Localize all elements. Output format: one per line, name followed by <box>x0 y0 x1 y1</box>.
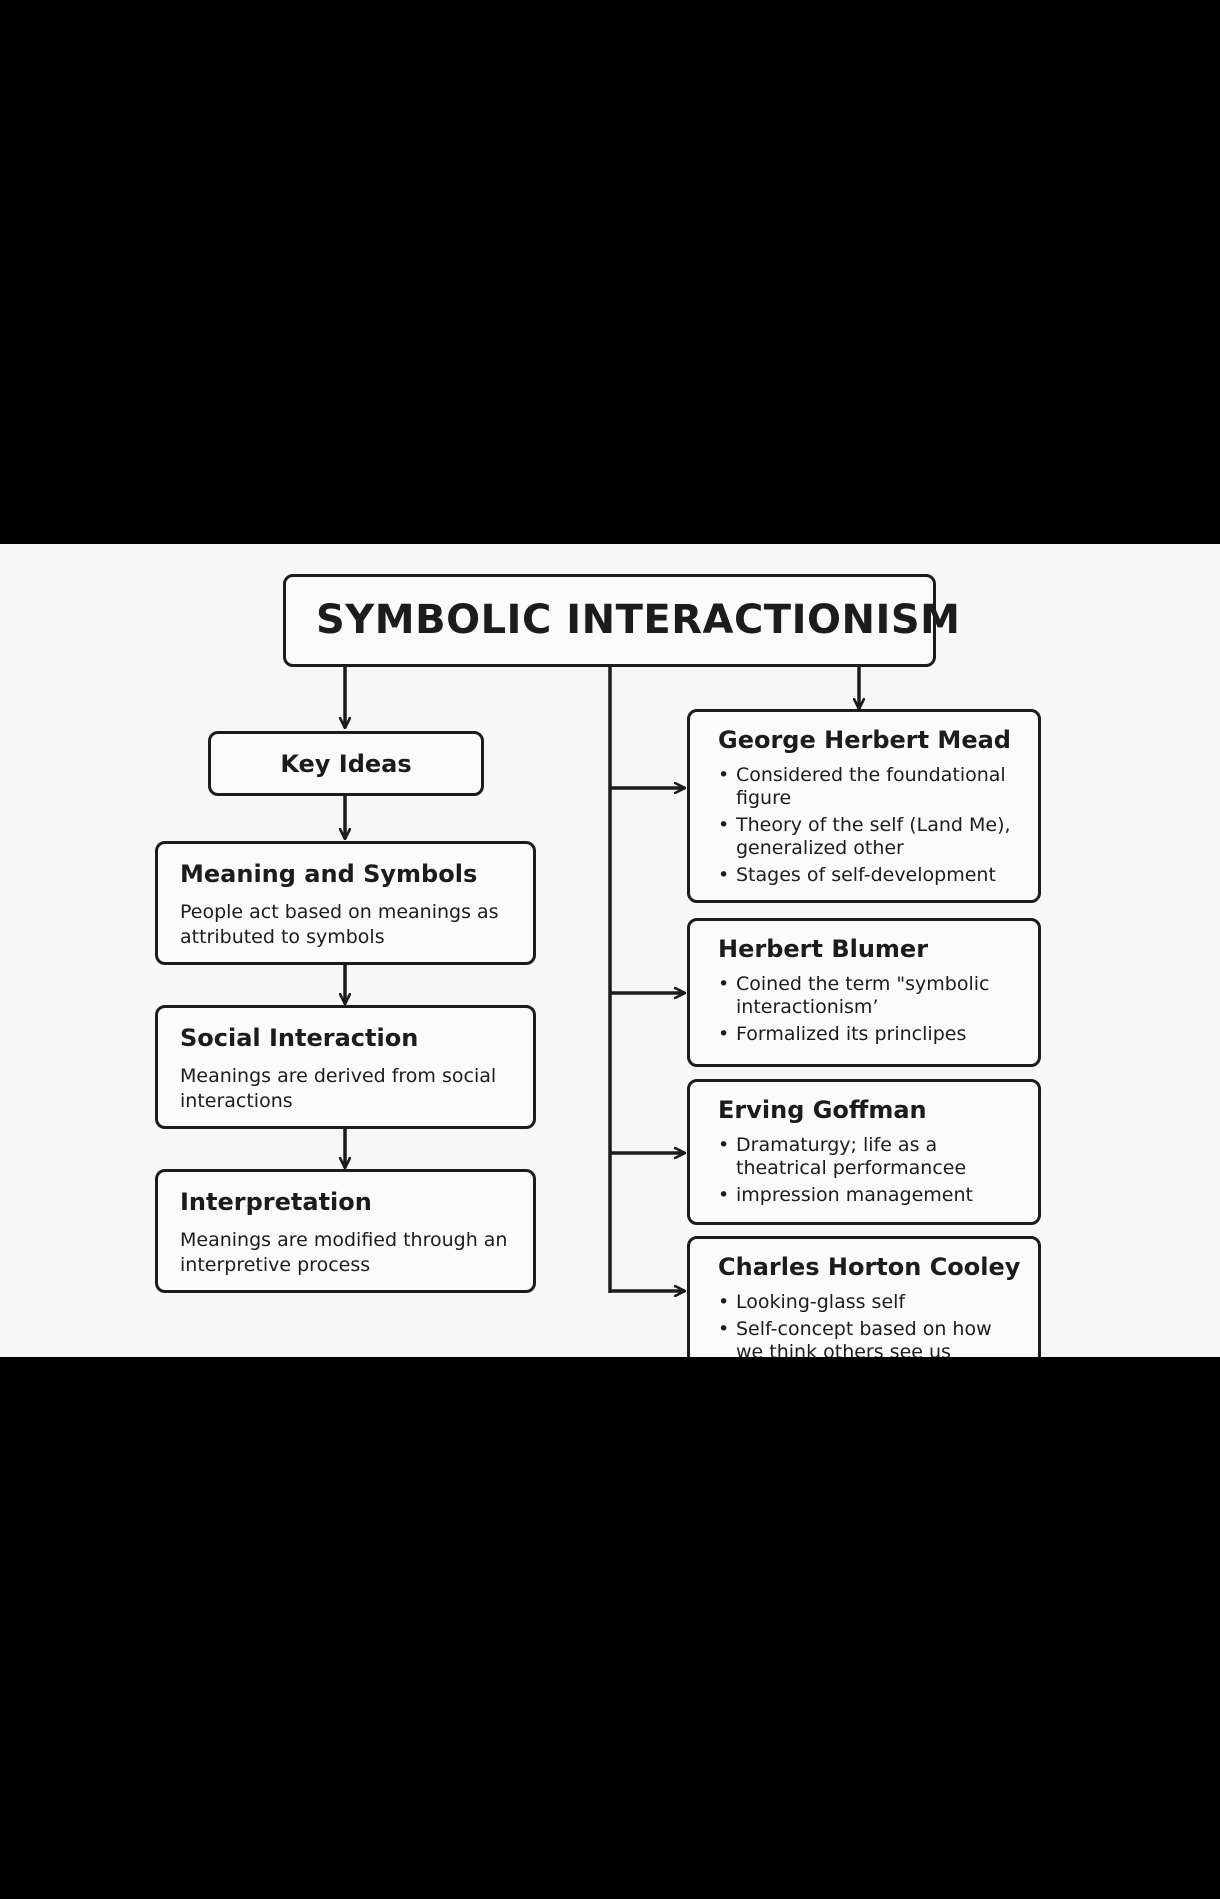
diagram-canvas: SYMBOLIC INTERACTIONISM Key Ideas Meanin… <box>0 544 1220 1357</box>
theorist-points: Looking-glass self Self-concept based on… <box>718 1291 1018 1357</box>
theorist-name: Charles Horton Cooley <box>718 1253 1021 1281</box>
theorist-name: Herbert Blumer <box>718 935 929 963</box>
theorist-points: Dramaturgy; life as a theatrical perform… <box>718 1134 1018 1211</box>
key-ideas-label: Key Ideas <box>280 749 412 778</box>
connector-lines <box>0 667 1220 1357</box>
erving-goffman-box: Erving Goffman Dramaturgy; life as a the… <box>687 1079 1041 1225</box>
bullet-point: Theory of the self (Land Me), generalize… <box>718 814 1018 860</box>
social-interaction-box: Social Interaction Meanings are derived … <box>155 1005 536 1129</box>
interpretation-box: Interpretation Meanings are modified thr… <box>155 1169 536 1293</box>
george-herbert-mead-box: George Herbert Mead Considered the found… <box>687 709 1041 903</box>
box-heading: Social Interaction <box>180 1024 419 1052</box>
herbert-blumer-box: Herbert Blumer Coined the term "symbolic… <box>687 918 1041 1067</box>
theorist-name: George Herbert Mead <box>718 726 1011 754</box>
bullet-point: Coined the term "symbolic interactionism… <box>718 973 1018 1019</box>
bullet-point: Stages of self-development <box>718 864 1018 887</box>
box-heading: Interpretation <box>180 1188 372 1216</box>
bullet-point: impression management <box>718 1184 1018 1207</box>
box-text: Meanings are modified through an interpr… <box>180 1229 508 1276</box>
bullet-point: Considered the foundational figure <box>718 764 1018 810</box>
meaning-and-symbols-box: Meaning and Symbols People act based on … <box>155 841 536 965</box>
bullet-point: Self-concept based on how we think other… <box>718 1318 1018 1357</box>
charles-horton-cooley-box: Charles Horton Cooley Looking-glass self… <box>687 1236 1041 1357</box>
box-text: Meanings are derived from social interac… <box>180 1065 497 1112</box>
bullet-point: Dramaturgy; life as a theatrical perform… <box>718 1134 1018 1180</box>
bullet-point: Looking-glass self <box>718 1291 1018 1314</box>
bullet-point: Formalized its princlipes <box>718 1023 1018 1046</box>
box-text: People act based on meanings as attribut… <box>180 901 499 948</box>
theorist-name: Erving Goffman <box>718 1096 927 1124</box>
title-box: SYMBOLIC INTERACTIONISM <box>283 574 960 667</box>
theorist-points: Coined the term "symbolic interactionism… <box>718 973 1018 1050</box>
box-heading: Meaning and Symbols <box>180 860 478 888</box>
theorist-points: Considered the foundational figure Theor… <box>718 764 1018 891</box>
key-ideas-box: Key Ideas <box>208 731 484 796</box>
diagram-title: SYMBOLIC INTERACTIONISM <box>316 597 961 643</box>
